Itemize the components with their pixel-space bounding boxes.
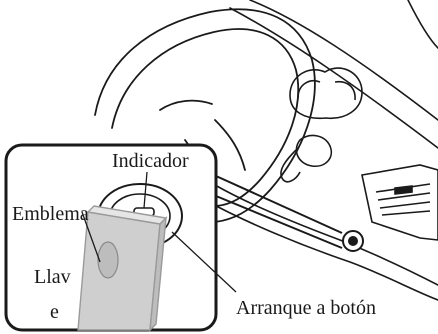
indicator-label: Indicador (112, 151, 189, 171)
dashboard-outline (205, 0, 438, 300)
callout-connectors (216, 176, 342, 248)
key-fob (78, 206, 166, 330)
push-start-label: Arranque a botón (236, 298, 376, 318)
air-vent (362, 165, 438, 240)
instrument-cluster (281, 68, 362, 182)
emblem-label: Emblema (12, 204, 89, 224)
key-label-line2: e (50, 302, 59, 322)
key-label-line1: Llav (34, 267, 71, 287)
push-start-button (343, 231, 363, 251)
